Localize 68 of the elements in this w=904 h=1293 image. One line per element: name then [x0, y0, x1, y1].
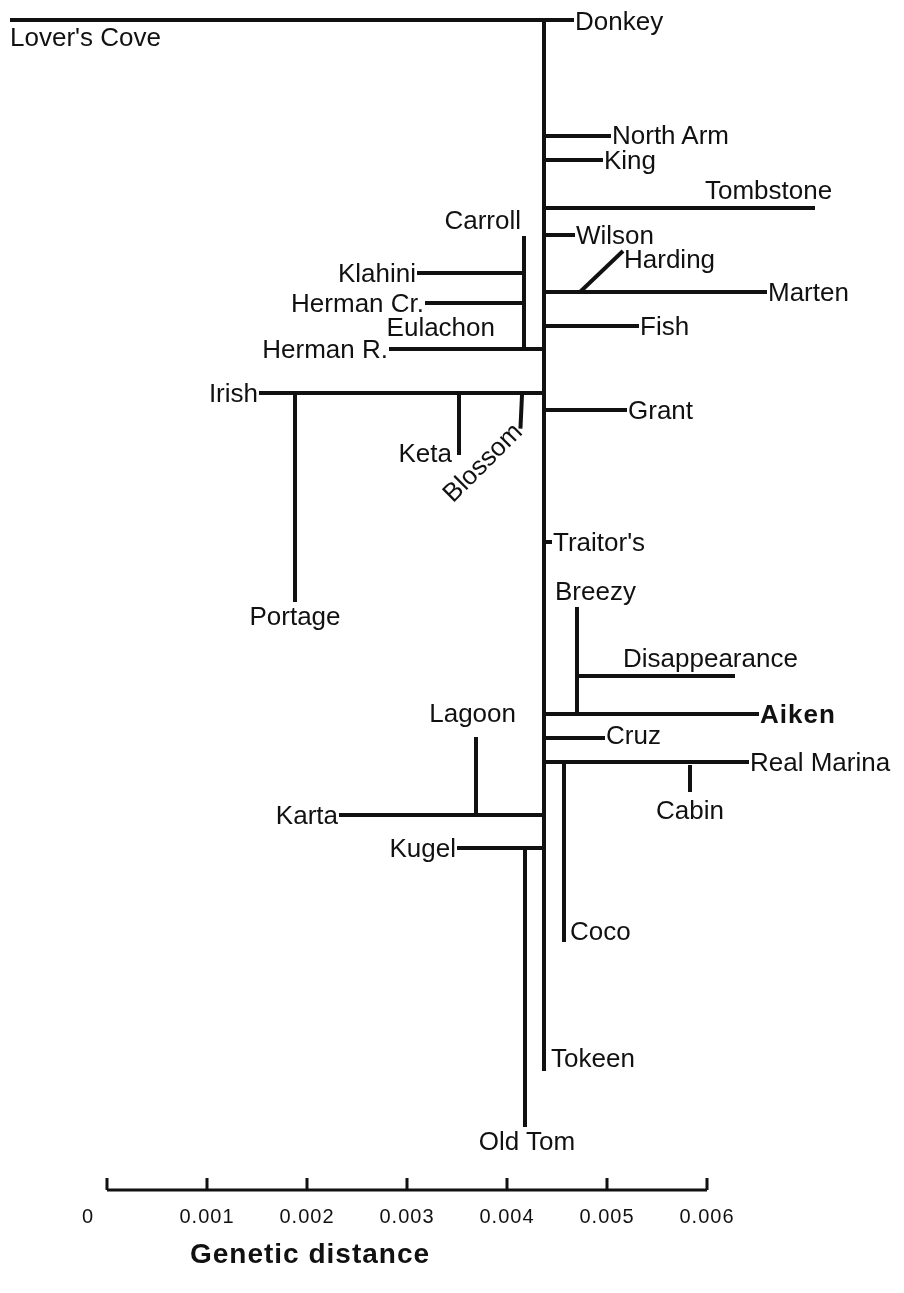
taxon-label: Cruz	[606, 722, 661, 748]
branch-line	[457, 395, 461, 455]
taxon-label: Lagoon	[429, 700, 516, 726]
tick-label: 0	[81, 1206, 95, 1226]
axis-title: Genetic distance	[189, 1240, 431, 1268]
branch-line	[546, 158, 603, 162]
branch-line	[546, 134, 611, 138]
tick-label: 0.003	[379, 1206, 435, 1226]
branch-line	[546, 760, 749, 764]
tick-label: 0.001	[179, 1206, 235, 1226]
taxon-label: Herman Cr.	[291, 290, 424, 316]
branch-line	[577, 674, 735, 678]
taxon-label: Portage	[249, 603, 341, 629]
branch-line	[474, 737, 478, 815]
taxon-label: Harding	[624, 246, 716, 272]
branch-line	[389, 347, 542, 351]
branch-line	[562, 764, 566, 942]
taxon-label: King	[604, 147, 657, 173]
branch-line	[542, 1040, 546, 1071]
branch-line	[425, 301, 524, 305]
branch-line	[259, 391, 542, 395]
taxon-label: Aiken	[760, 701, 836, 727]
taxon-label: Cabin	[656, 797, 724, 823]
branch-line	[546, 712, 759, 716]
branch-line	[575, 607, 579, 715]
branch-line	[688, 765, 692, 792]
taxon-label: Fish	[640, 313, 690, 339]
taxon-label: Tombstone	[705, 177, 833, 203]
branch-line	[546, 736, 605, 740]
taxon-label: Real Marina	[750, 749, 891, 775]
taxon-label: North Arm	[612, 122, 730, 148]
taxon-label: Tokeen	[551, 1045, 635, 1071]
branch-line	[546, 290, 767, 294]
taxon-label: Klahini	[337, 260, 416, 286]
branch-line	[10, 18, 542, 22]
branch-line	[546, 540, 552, 544]
taxon-label: Herman R.	[262, 336, 388, 362]
branch-line	[339, 813, 542, 817]
tick-label: 0.002	[279, 1206, 335, 1226]
taxon-label: Breezy	[555, 578, 636, 604]
branch-line	[457, 846, 542, 850]
tick-label: 0.004	[479, 1206, 535, 1226]
taxon-label: Traitor's	[553, 529, 646, 555]
taxon-label: Grant	[628, 397, 694, 423]
branch-line	[546, 18, 574, 22]
taxon-label: Irish	[208, 380, 258, 406]
taxon-label: Karta	[275, 802, 338, 828]
branch-line	[546, 233, 575, 237]
taxon-label: Wilson	[576, 222, 654, 248]
branch-line	[546, 206, 815, 210]
taxon-label: Kugel	[389, 835, 456, 861]
taxon-label: Lover's Cove	[10, 24, 161, 50]
taxon-label: Disappearance	[623, 645, 798, 671]
branch-line	[546, 324, 639, 328]
tick-label: 0.006	[679, 1206, 735, 1226]
taxon-label: Coco	[570, 918, 631, 944]
tick-label: 0.005	[579, 1206, 635, 1226]
branch-line	[523, 850, 527, 1127]
branch-line	[546, 408, 627, 412]
branch-line	[518, 394, 524, 429]
branch-line	[522, 236, 526, 349]
taxon-label: Carroll	[444, 207, 521, 233]
taxon-label: Marten	[768, 279, 849, 305]
taxon-label: Eulachon	[386, 314, 495, 340]
branch-line	[293, 395, 297, 602]
branch-line	[417, 271, 524, 275]
taxon-label: Donkey	[575, 8, 664, 34]
taxon-label: Old Tom	[478, 1128, 576, 1154]
